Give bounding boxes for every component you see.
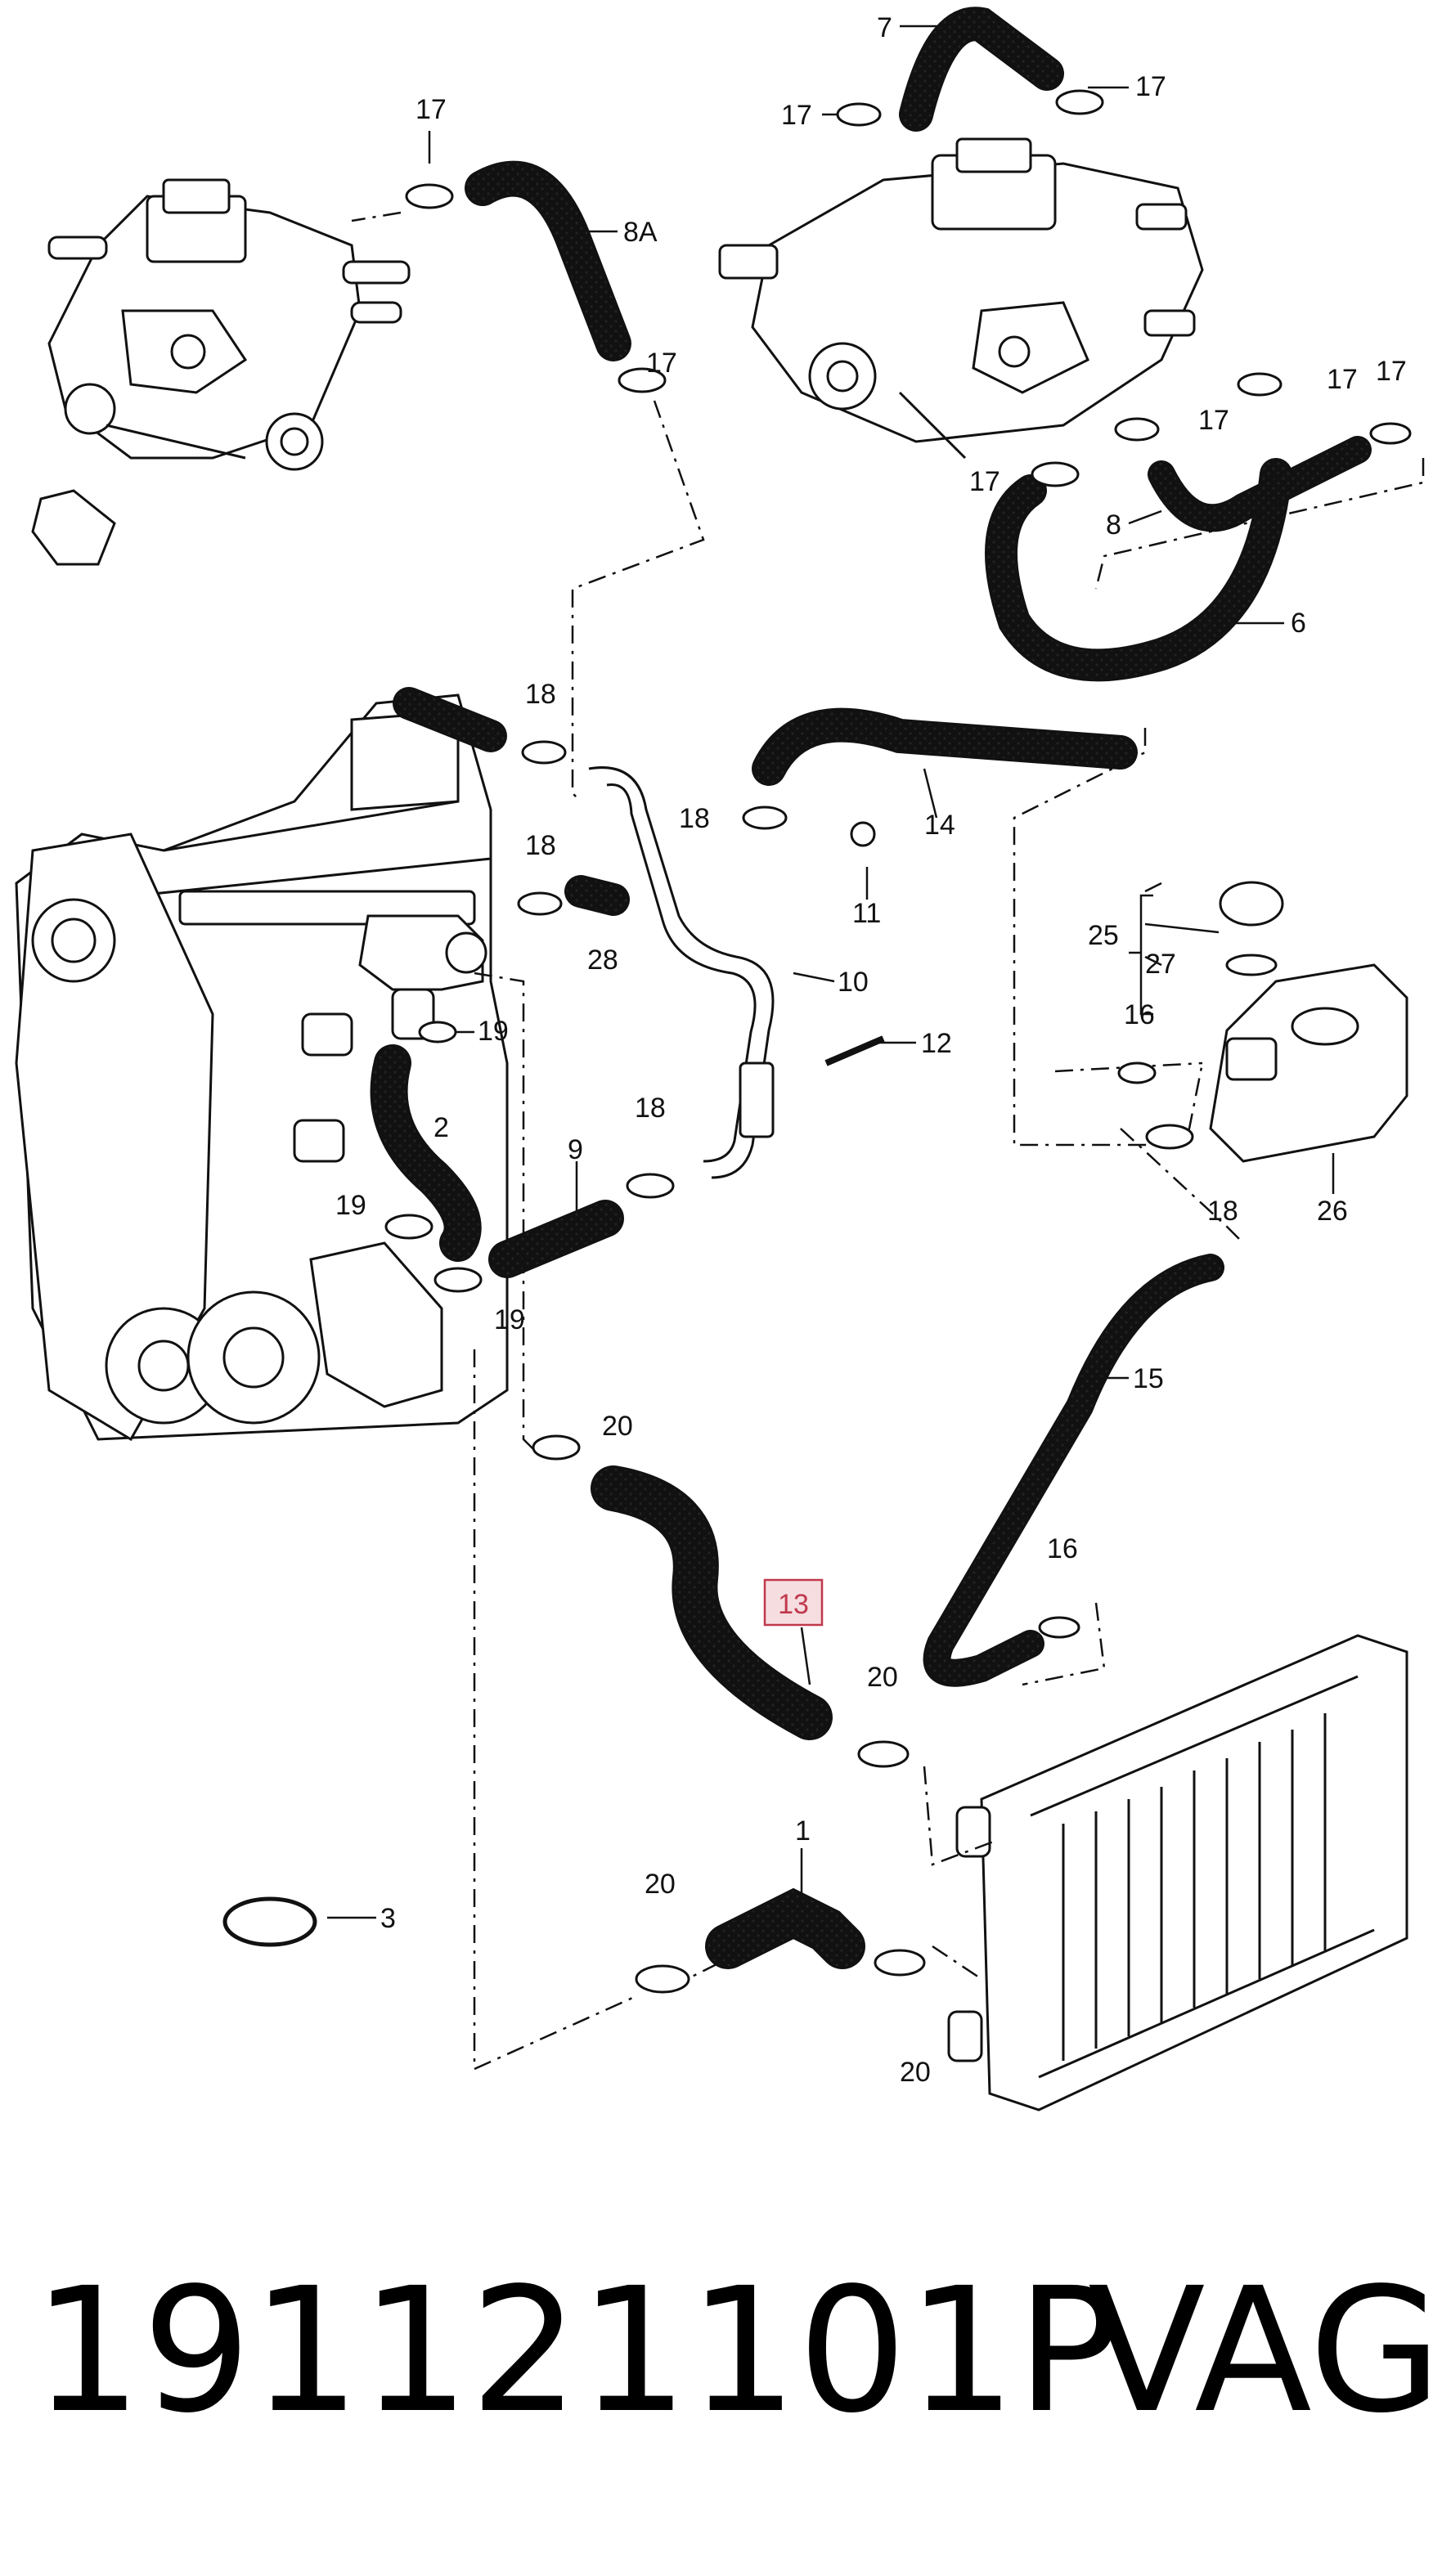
carburettor-right: [718, 137, 1204, 460]
callout-17: 17: [969, 466, 1000, 497]
callout-26: 26: [1317, 1196, 1348, 1227]
callout-14: 14: [924, 810, 955, 841]
callout-12: 12: [921, 1028, 952, 1059]
callout-20: 20: [602, 1411, 633, 1442]
bracket-25: [1129, 894, 1153, 1016]
carburettor-left: [31, 178, 411, 566]
callout-25: 25: [1088, 920, 1119, 951]
routing-lines: [351, 211, 1425, 2071]
coolant-hose-exploded-diagram: 17 8A 17 7 17 17 17 17 17 17 8 6 18 18 1…: [15, 7, 1425, 2112]
callout-28: 28: [587, 945, 618, 976]
callout-18: 18: [635, 1093, 666, 1124]
leader-lines: [327, 25, 1335, 1919]
callout-3: 3: [380, 1903, 396, 1934]
callout-19: 19: [494, 1304, 525, 1335]
part-caption: 191121101P VAG: [33, 2245, 1433, 2457]
callout-17: 17: [781, 100, 812, 131]
callout-2: 2: [433, 1112, 449, 1143]
callout-9: 9: [568, 1134, 583, 1165]
callout-20: 20: [867, 1662, 898, 1693]
callout-1: 1: [795, 1815, 811, 1847]
callout-19: 19: [335, 1190, 366, 1221]
callout-17: 17: [1135, 71, 1166, 102]
callout-17: 17: [646, 348, 677, 379]
callout-6: 6: [1291, 608, 1306, 639]
callout-13: 13: [778, 1589, 809, 1620]
callout-20: 20: [645, 1869, 676, 1900]
radiator: [947, 1634, 1408, 2112]
callout-17: 17: [1198, 405, 1229, 436]
highlight-part-13: 13: [763, 1578, 824, 1627]
hose-clamps: [222, 89, 1412, 1994]
callout-17: 17: [416, 94, 447, 125]
metal-pipe-10: [588, 766, 775, 1179]
part-number: 191121101P: [33, 2251, 1121, 2451]
callout-17: 17: [1327, 364, 1358, 395]
callout-10: 10: [838, 967, 869, 998]
callout-15: 15: [1133, 1363, 1164, 1394]
callout-18: 18: [525, 830, 556, 861]
callout-7: 7: [877, 12, 892, 43]
expansion-tank: [1209, 881, 1408, 1163]
callout-20: 20: [900, 2057, 931, 2088]
callout-8: 8: [1106, 509, 1121, 541]
callout-18: 18: [679, 803, 710, 834]
callout-18: 18: [1207, 1196, 1238, 1227]
callout-8a: 8A: [623, 217, 658, 248]
callout-11: 11: [852, 898, 881, 929]
coolant-flange: [358, 914, 487, 1040]
hoses: [370, 7, 1372, 1969]
callout-labels: 17 8A 17 7 17 17 17 17 17 17 8 6 18 18 1…: [335, 12, 1407, 2088]
engine-block: [15, 693, 509, 1442]
callout-17: 17: [1376, 356, 1407, 387]
brand-name: VAG: [1088, 2251, 1433, 2451]
callout-19: 19: [478, 1016, 509, 1047]
callout-18: 18: [525, 679, 556, 710]
callout-27: 27: [1145, 949, 1176, 980]
callout-16: 16: [1047, 1533, 1078, 1564]
